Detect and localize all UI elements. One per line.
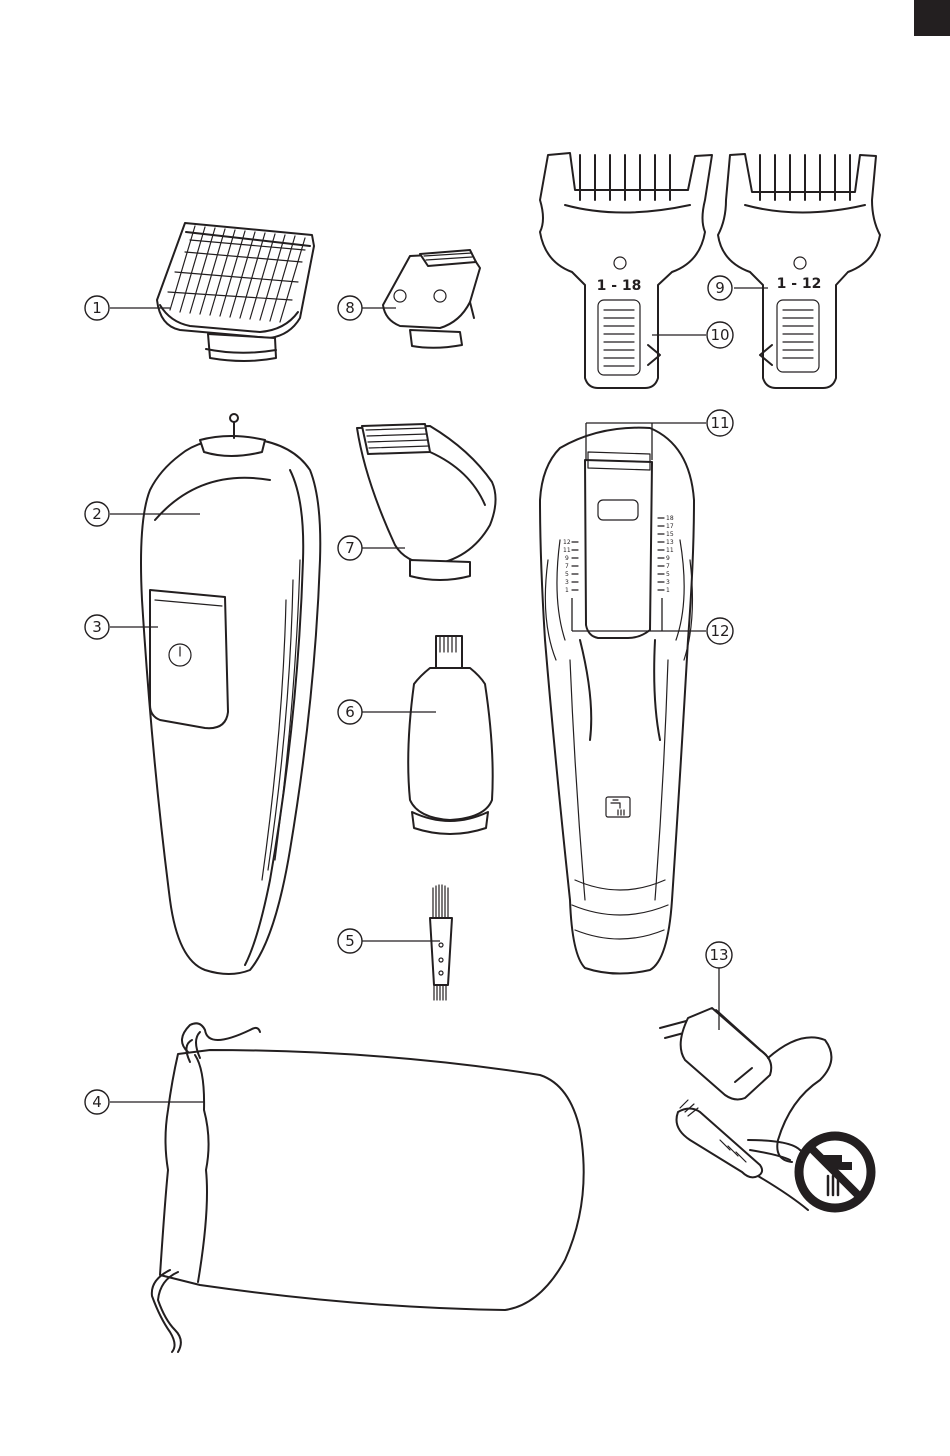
- svg-text:18: 18: [666, 515, 674, 522]
- callout-11: 11: [707, 410, 733, 436]
- svg-text:15: 15: [666, 531, 674, 538]
- handle-front-illustration: [141, 414, 320, 974]
- svg-text:5: 5: [565, 571, 569, 578]
- svg-text:11: 11: [710, 414, 729, 432]
- corner-language-tab: [914, 0, 950, 36]
- svg-text:7: 7: [345, 539, 355, 557]
- svg-text:8: 8: [345, 299, 355, 317]
- svg-text:17: 17: [666, 523, 674, 530]
- svg-text:13: 13: [709, 946, 728, 964]
- svg-text:9: 9: [715, 279, 725, 297]
- nose-trimmer-illustration: [408, 636, 492, 834]
- svg-text:5: 5: [666, 571, 670, 578]
- no-water-prohibition-icon: [799, 1136, 871, 1208]
- callout-2: 2: [85, 502, 109, 526]
- callout-4: 4: [85, 1090, 109, 1114]
- storage-pouch-illustration: [152, 1023, 584, 1352]
- svg-text:1: 1: [666, 587, 670, 594]
- svg-text:5: 5: [345, 932, 355, 950]
- callout-3: 3: [85, 615, 109, 639]
- comb-large-range-label: 1 - 18: [597, 278, 642, 294]
- svg-text:12: 12: [563, 539, 571, 546]
- svg-text:3: 3: [565, 579, 569, 586]
- svg-text:11: 11: [563, 547, 571, 554]
- svg-text:1: 1: [565, 587, 569, 594]
- comb-small-range-label: 1 - 12: [777, 276, 822, 292]
- callout-10: 10: [707, 322, 733, 348]
- svg-text:9: 9: [666, 555, 670, 562]
- shaver-head-illustration: [357, 424, 496, 580]
- svg-text:11: 11: [666, 547, 674, 554]
- callout-13: 13: [706, 942, 732, 968]
- callout-7: 7: [338, 536, 362, 560]
- callout-9: 9: [708, 276, 732, 300]
- callout-5: 5: [338, 929, 362, 953]
- svg-text:3: 3: [666, 579, 670, 586]
- cleaning-brush-illustration: [430, 885, 452, 1000]
- svg-text:1: 1: [92, 299, 102, 317]
- trimmer-head-illustration: [157, 223, 314, 361]
- callout-8: 8: [338, 296, 362, 320]
- svg-text:10: 10: [710, 326, 729, 344]
- svg-text:12: 12: [710, 622, 729, 640]
- callout-12: 12: [707, 618, 733, 644]
- svg-text:7: 7: [565, 563, 569, 570]
- svg-text:7: 7: [666, 563, 670, 570]
- svg-text:9: 9: [565, 555, 569, 562]
- svg-text:6: 6: [345, 703, 355, 721]
- svg-text:4: 4: [92, 1093, 102, 1111]
- comb-guide-small-illustration: 1 - 12: [718, 154, 880, 388]
- callout-6: 6: [338, 700, 362, 724]
- svg-text:13: 13: [666, 539, 674, 546]
- precision-head-illustration: [383, 250, 480, 348]
- callout-1: 1: [85, 296, 109, 320]
- handle-back-illustration: 12 11 9 7 5 3 1 18 17 15 13 11 9 7 5 3 1: [540, 428, 694, 974]
- svg-text:3: 3: [92, 618, 102, 636]
- comb-guide-large-illustration: 1 - 18: [540, 153, 712, 388]
- svg-text:2: 2: [92, 505, 102, 523]
